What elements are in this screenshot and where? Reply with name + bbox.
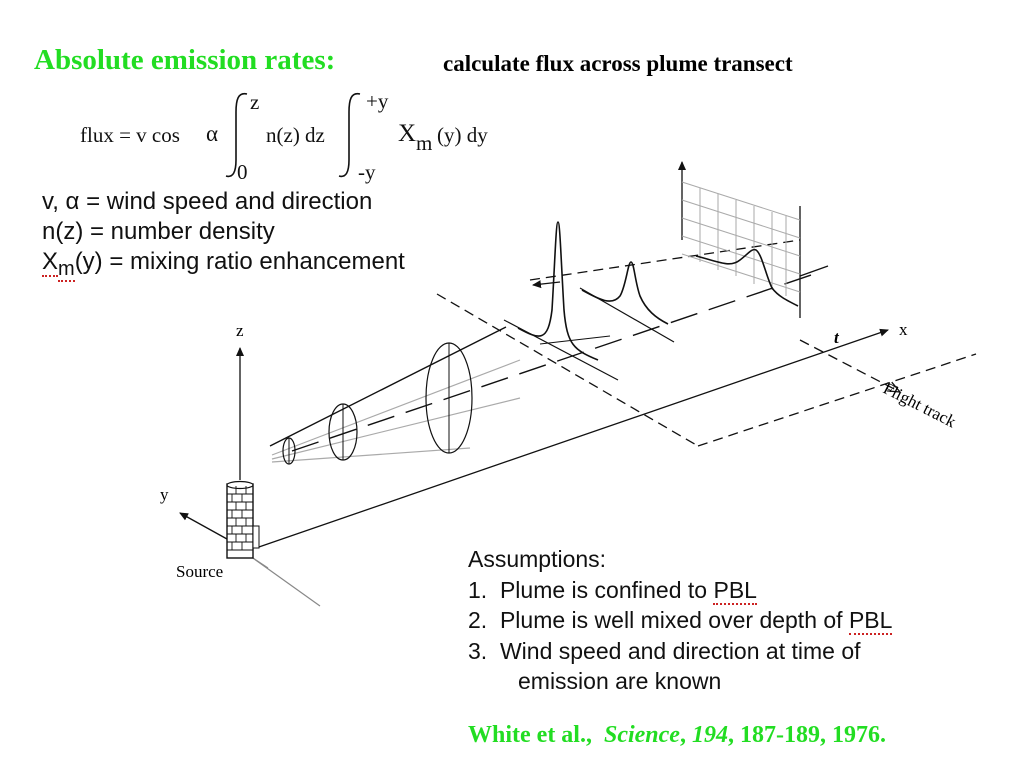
flight-track-arrow: [799, 339, 900, 392]
integral2-lower-limit: -y: [358, 160, 376, 184]
plume-mid-line-2: [271, 397, 521, 460]
slide-subtitle: calculate flux across plume transect: [443, 51, 793, 76]
definition-xm-symbol: X: [42, 248, 59, 277]
assumptions-heading: Assumptions:: [468, 546, 607, 572]
definition-xm-subscript: m: [58, 257, 75, 282]
integral-sign-2: [338, 92, 361, 178]
citation: White et al., Science, 194, 187-189, 197…: [468, 722, 886, 748]
equation-alpha: α: [206, 121, 219, 146]
equation-lhs: flux = v cos: [80, 123, 180, 147]
integral-sign-1: [225, 92, 248, 178]
integral1-upper-limit: z: [250, 90, 260, 114]
integral2-upper-limit: +y: [366, 89, 389, 113]
plume-ellipse-medium: [328, 403, 358, 461]
source-label: Source: [176, 562, 223, 581]
definition-xm-text: (y) = mixing ratio enhancement: [74, 248, 405, 275]
integral1-lower-limit: 0: [237, 160, 248, 184]
plume-mid-line-1: [271, 359, 521, 456]
definition-density: n(z) = number density: [42, 218, 275, 245]
assumption-2-number: 2.: [468, 607, 488, 633]
xm-symbol: X: [398, 120, 417, 147]
y-axis-label: y: [160, 485, 169, 504]
assumption-2-pbl: PBL: [848, 607, 893, 635]
flight-track-label: Flight track: [880, 379, 959, 432]
assumption-3-number: 3.: [468, 638, 488, 664]
time-series-grid: [678, 161, 829, 318]
definition-wind: v, α = wind speed and direction: [42, 188, 373, 215]
assumption-3-text: Wind speed and direction at time of: [499, 638, 861, 664]
integrand-1: n(z) dz: [266, 123, 325, 147]
definition-mixing-ratio: Xm(y) = mixing ratio enhancement: [42, 248, 405, 282]
assumption-3-continued: emission are known: [518, 668, 722, 694]
x-axis-label: x: [899, 320, 908, 339]
assumption-1-number: 1.: [468, 577, 488, 603]
assumption-1-pbl: PBL: [713, 577, 757, 605]
flight-track-box: [436, 239, 977, 447]
integrand-2: (y) dy: [437, 123, 488, 147]
time-axis-label: t: [834, 328, 840, 347]
citation-journal: Science: [603, 722, 680, 748]
chimney-source: [226, 480, 260, 559]
transect-2: [579, 261, 675, 343]
assumption-1-text: Plume is confined to: [499, 577, 714, 603]
plume-ellipse-small: [282, 437, 296, 465]
flight-track-entry: [532, 280, 561, 289]
assumption-1: 1. Plume is confined to PBL: [468, 577, 757, 605]
plume-upper-edge: [269, 326, 507, 447]
slide-title: Absolute emission rates:: [34, 44, 336, 76]
assumption-2: 2. Plume is well mixed over depth of PBL: [468, 607, 893, 635]
x-axis: [255, 328, 889, 549]
citation-authors: White et al.,: [468, 722, 592, 748]
assumption-3: 3. Wind speed and direction at time of: [468, 638, 861, 665]
plume-lower-edge: [271, 447, 471, 463]
z-axis-label: z: [236, 321, 244, 340]
xm-subscript: m: [416, 131, 433, 155]
transect-1: [503, 221, 619, 381]
plume-centerline: [291, 271, 821, 452]
citation-pages: , 187-189, 1976.: [727, 722, 886, 748]
citation-volume: 194: [691, 722, 728, 748]
assumption-2-text: Plume is well mixed over depth of: [499, 607, 849, 633]
